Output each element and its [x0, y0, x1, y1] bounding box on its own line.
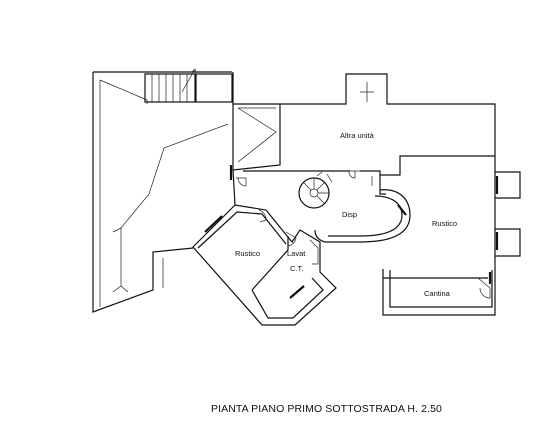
cantina-door [477, 272, 492, 299]
label-lavat: Lavat [287, 249, 306, 258]
outer-walls [232, 72, 521, 316]
central-walls [229, 104, 386, 206]
label-altra-unita: Altra unità [340, 131, 375, 140]
top-staircase [144, 68, 233, 103]
label-cantina: Cantina [424, 289, 451, 298]
disp-room-walls [314, 189, 411, 243]
label-ct: C.T. [290, 264, 303, 273]
label-rustico-left: Rustico [235, 249, 260, 258]
spiral-stair [298, 171, 333, 209]
windows [360, 82, 499, 250]
plan-title: PIANTA PIANO PRIMO SOTTOSTRADA H. 2.50 [211, 403, 442, 415]
external-area [92, 71, 232, 313]
label-rustico-right: Rustico [432, 219, 457, 228]
label-disp: Disp [342, 210, 357, 219]
rotated-block-walls [192, 204, 337, 326]
